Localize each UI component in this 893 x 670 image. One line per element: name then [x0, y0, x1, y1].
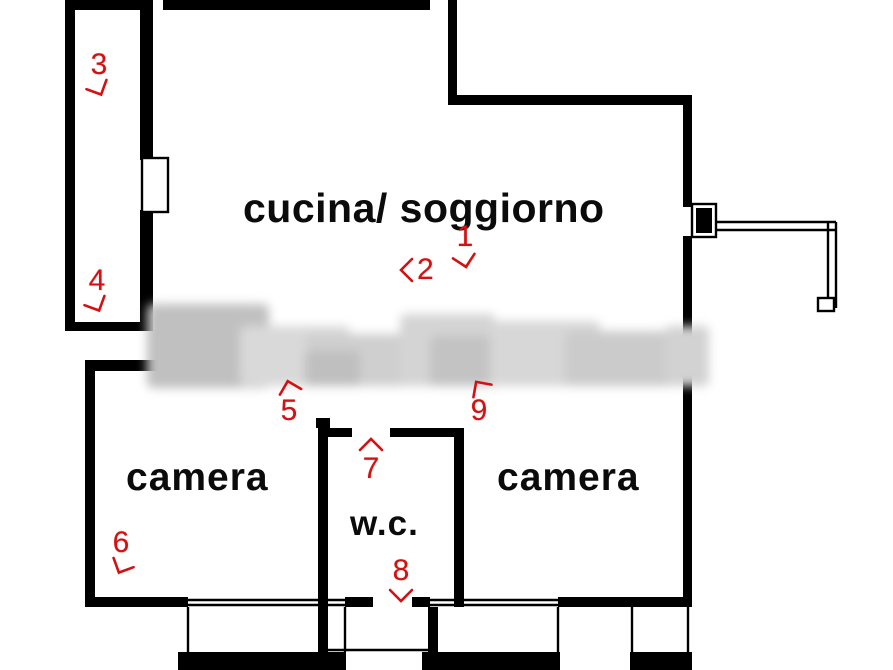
marker-9-arrow-icon [472, 380, 493, 399]
marker-5-arrow-icon [278, 379, 303, 396]
room-label-bedroom-right: camera [497, 456, 640, 499]
marker-3-arrow-icon [85, 78, 108, 97]
marker-9: 9 [466, 378, 493, 427]
marker-1: 1 [451, 220, 478, 270]
room-label-bedroom-left: camera [126, 456, 269, 499]
marker-7-arrow-icon [358, 437, 384, 452]
watermark-blur [145, 296, 711, 392]
marker-6-arrow-icon [112, 556, 135, 575]
marker-3-label: 3 [90, 48, 108, 81]
marker-4-label: 4 [88, 264, 106, 297]
marker-9-label: 9 [470, 394, 488, 427]
room-label-wc: w.c. [350, 504, 419, 543]
marker-7-label: 7 [362, 452, 380, 485]
marker-2-label: 2 [417, 253, 434, 286]
room-label-kitchen-living: cucina/ soggiorno [243, 185, 605, 231]
marker-6-label: 6 [112, 526, 130, 559]
marker-4-arrow-icon [83, 294, 106, 313]
marker-5-label: 5 [280, 394, 298, 427]
marker-8-label: 8 [392, 554, 410, 587]
interior-walls [316, 418, 464, 652]
window-symbols [140, 156, 718, 607]
marker-4: 4 [83, 264, 110, 314]
marker-7: 7 [358, 436, 384, 484]
marker-3: 3 [85, 48, 112, 98]
balcony-railing [716, 220, 838, 313]
marker-8-arrow-icon [388, 588, 414, 603]
marker-8: 8 [388, 556, 414, 604]
marker-1-arrow-icon [451, 252, 476, 269]
watermark-blob [665, 326, 709, 386]
marker-2: 2 [398, 255, 434, 285]
bottom-balconies [178, 607, 692, 670]
marker-1-label: 1 [456, 220, 474, 253]
marker-5: 5 [276, 378, 303, 427]
marker-6: 6 [108, 526, 135, 576]
watermark-blob [305, 351, 360, 386]
marker-2-arrow-icon [399, 257, 414, 283]
